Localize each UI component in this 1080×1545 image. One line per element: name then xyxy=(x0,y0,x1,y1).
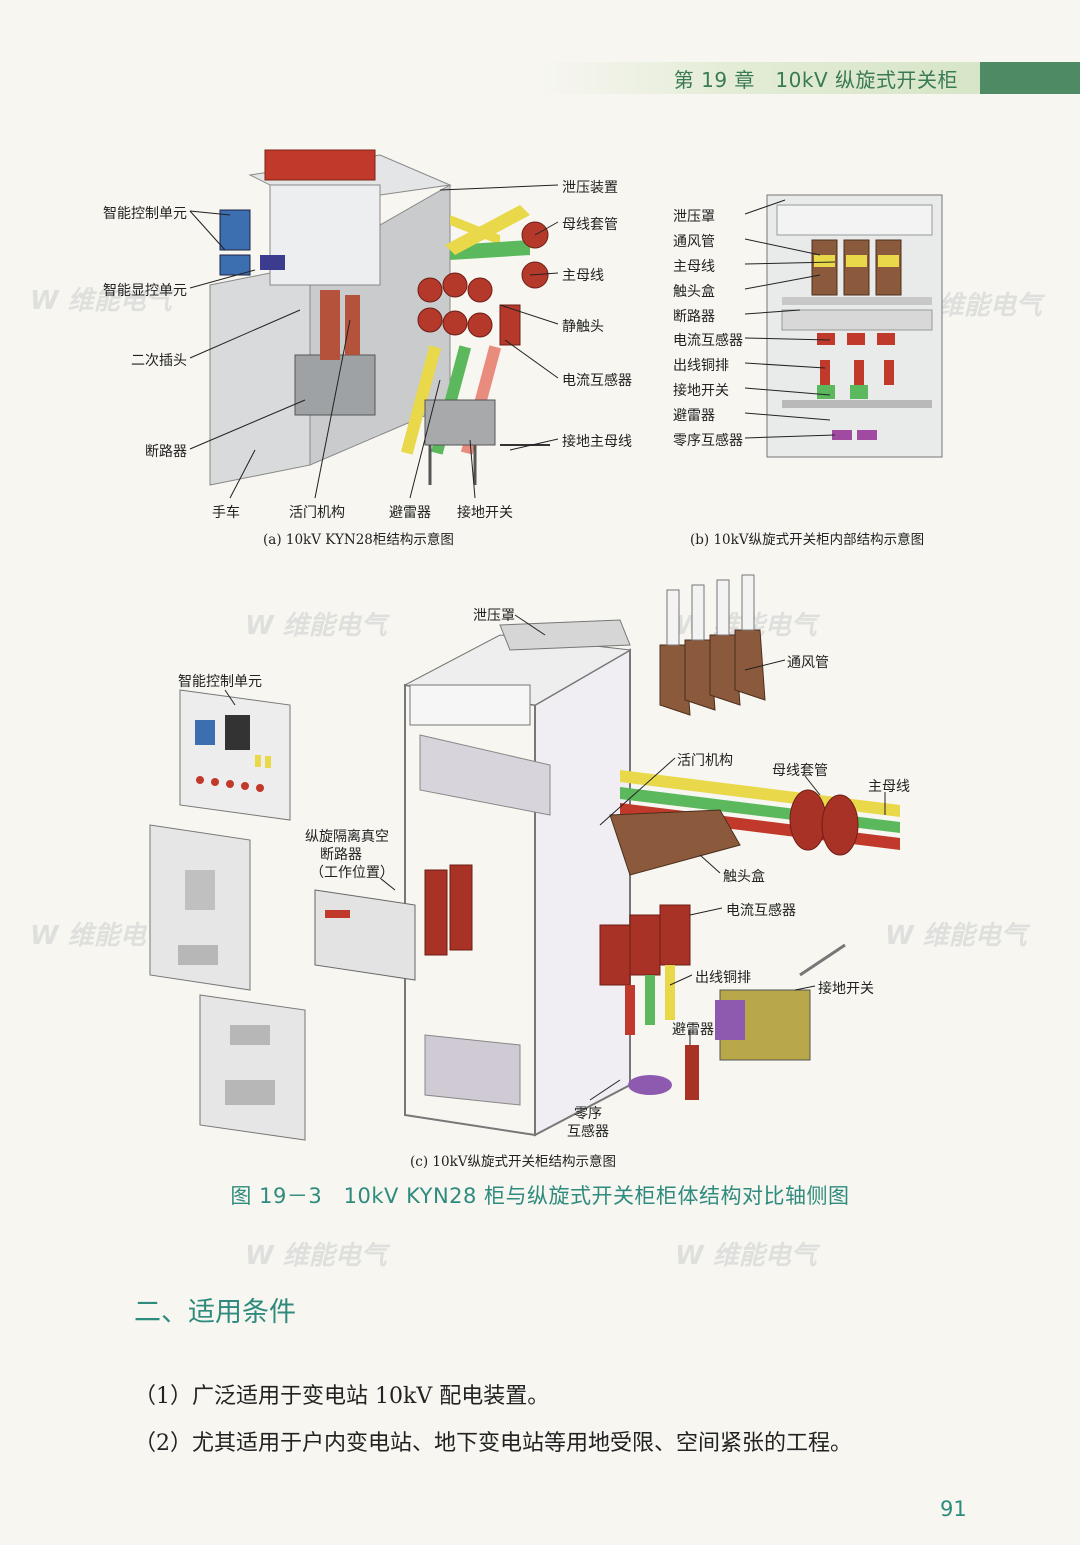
figure-b-illustration xyxy=(766,194,943,458)
figure-a-illustration xyxy=(209,149,550,486)
label-shutter: 活门机构 xyxy=(677,753,733,769)
watermark: W 维能电气 xyxy=(245,611,387,641)
label-breaker-line3: （工作位置） xyxy=(310,865,394,881)
figure-b-leaders xyxy=(744,199,836,439)
label-contact-box: 触头盒 xyxy=(723,869,765,885)
label-arrester: 避雷器 xyxy=(672,1022,714,1038)
label-earthing-switch: 接地开关 xyxy=(457,505,513,521)
label-pressure-relief: 泄压装置 xyxy=(562,180,618,196)
label-secondary-plug: 二次插头 xyxy=(131,353,187,369)
label-main-bus: 主母线 xyxy=(868,779,910,795)
label-breaker: 断路器 xyxy=(673,309,715,325)
label-arrester: 避雷器 xyxy=(389,505,431,521)
label-contact-box: 触头盒 xyxy=(673,284,715,300)
header-band xyxy=(540,62,980,94)
watermark: W 维能电气 xyxy=(885,921,1027,951)
chapter-header: 第 19 章 10kV 纵旋式开关柜 xyxy=(673,68,958,92)
label-main-bus: 主母线 xyxy=(562,268,604,284)
label-current-transformer: 电流互感器 xyxy=(726,903,796,919)
label-breaker-line2: 断路器 xyxy=(320,847,362,863)
caption-figure-b: (b) 10kV纵旋式开关柜内部结构示意图 xyxy=(690,532,925,548)
label-current-transformer: 电流互感器 xyxy=(562,373,632,389)
label-bus-bushing: 母线套管 xyxy=(562,217,618,233)
figure-title: 图 19－3 10kV KYN28 柜与纵旋式开关柜柜体结构对比轴侧图 xyxy=(230,1184,850,1208)
label-outlet-bar: 出线铜排 xyxy=(673,358,729,374)
label-arrester: 避雷器 xyxy=(673,408,715,424)
label-pressure-cover: 泄压罩 xyxy=(473,608,515,624)
paragraph-1: （1）广泛适用于变电站 10kV 配电装置。 xyxy=(134,1384,550,1409)
label-vent-pipe: 通风管 xyxy=(673,234,715,250)
section-heading: 二、适用条件 xyxy=(134,1297,296,1328)
label-smart-display-unit: 智能显控单元 xyxy=(103,283,187,299)
figure-c-illustration xyxy=(149,574,900,1141)
label-shutter: 活门机构 xyxy=(289,505,345,521)
label-current-transformer: 电流互感器 xyxy=(673,333,743,349)
header-block xyxy=(980,62,1080,94)
caption-figure-c: (c) 10kV纵旋式开关柜结构示意图 xyxy=(410,1154,616,1170)
paragraph-2: （2）尤其适用于户内变电站、地下变电站等用地受限、空间紧张的工程。 xyxy=(134,1431,852,1456)
figure-a-leaders xyxy=(189,184,559,499)
label-zero-seq-ct: 零序互感器 xyxy=(673,433,743,449)
label-handcart: 手车 xyxy=(212,505,240,521)
watermark: W 维能电气 xyxy=(30,921,172,951)
watermark: W 维能电气 xyxy=(245,1241,387,1271)
figure-c-leaders xyxy=(224,614,886,1101)
label-smart-control-unit: 智能控制单元 xyxy=(178,674,262,690)
watermark: W 维能电气 xyxy=(675,1241,817,1271)
label-vent-pipe: 通风管 xyxy=(787,655,829,671)
label-main-bus: 主母线 xyxy=(673,259,715,275)
label-pressure-cover: 泄压罩 xyxy=(673,209,715,225)
label-smart-control-unit: 智能控制单元 xyxy=(103,206,187,222)
watermark: W 维能电气 xyxy=(30,286,172,316)
label-outlet-bar: 出线铜排 xyxy=(695,970,751,986)
label-breaker: 断路器 xyxy=(145,444,187,460)
label-zero-seq-line2: 互感器 xyxy=(567,1124,609,1140)
label-breaker-line1: 纵旋隔离真空 xyxy=(305,829,389,845)
label-earthing-switch: 接地开关 xyxy=(818,981,874,997)
label-bus-bushing: 母线套管 xyxy=(772,763,828,779)
caption-figure-a: (a) 10kV KYN28柜结构示意图 xyxy=(263,532,454,548)
label-static-contact: 静触头 xyxy=(562,319,604,335)
label-earthing-switch: 接地开关 xyxy=(673,383,729,399)
label-earth-main-bus: 接地主母线 xyxy=(562,434,632,450)
label-zero-seq-line1: 零序 xyxy=(574,1106,602,1122)
page-number: 91 xyxy=(940,1497,967,1521)
